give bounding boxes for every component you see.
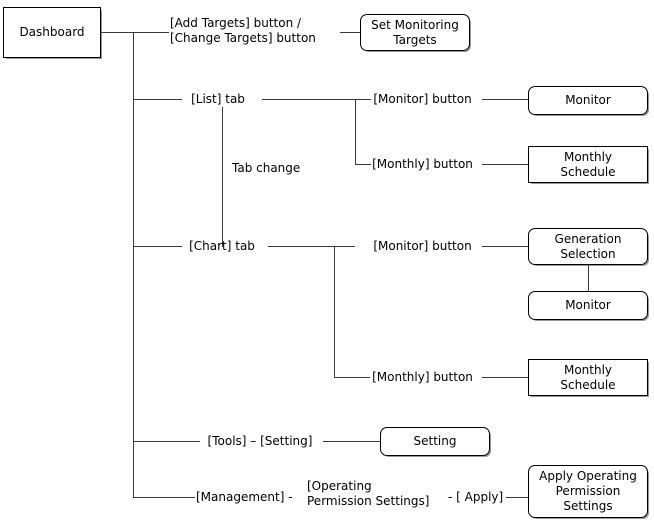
connector-chart-to-monthly-button bbox=[334, 377, 370, 378]
node-monitor-list[interactable]: Monitor bbox=[528, 86, 648, 115]
node-set-monitoring-targets[interactable]: Set Monitoring Targets bbox=[360, 14, 470, 51]
node-setting[interactable]: Setting bbox=[380, 427, 490, 456]
connector-chart-monthly-to-node bbox=[482, 377, 528, 378]
connector-list-tab-to-branch bbox=[262, 99, 355, 100]
connector-list-to-monitor-button bbox=[355, 99, 371, 100]
connector-chart-subbranch bbox=[334, 246, 335, 377]
connector-list-subbranch bbox=[355, 99, 356, 164]
node-monitor-chart[interactable]: Monitor bbox=[528, 291, 648, 320]
connector-add-targets-to-set-monitoring bbox=[340, 32, 360, 33]
connector-chart-monitor-to-node bbox=[482, 246, 528, 247]
node-monthly-schedule-list[interactable]: Monthly Schedule bbox=[528, 146, 648, 183]
node-dashboard[interactable]: Dashboard bbox=[3, 7, 101, 58]
action-apply: - [ Apply] bbox=[448, 490, 504, 504]
connector-list-monthly-to-node bbox=[482, 164, 528, 165]
node-monthly-schedule-chart[interactable]: Monthly Schedule bbox=[528, 359, 648, 396]
action-list-monitor-button: [Monitor] button bbox=[373, 92, 472, 106]
action-chart-monitor-button: [Monitor] button bbox=[373, 239, 472, 253]
action-list-monthly-button: [Monthly] button bbox=[372, 157, 473, 171]
action-management: [Management] - bbox=[196, 490, 293, 504]
connector-trunk-to-management bbox=[133, 497, 195, 498]
connector-tools-setting-to-node bbox=[323, 441, 380, 442]
connector-chart-tab-to-branch bbox=[268, 246, 355, 247]
action-tab-change: Tab change bbox=[232, 161, 301, 175]
connector-trunk-to-tools-setting bbox=[133, 441, 200, 442]
action-list-tab: [List] tab bbox=[191, 92, 245, 106]
connector-trunk-to-list-tab bbox=[133, 99, 182, 100]
connector-list-to-monthly-button bbox=[355, 164, 371, 165]
connector-generation-selection-to-monitor bbox=[588, 265, 589, 291]
node-generation-selection[interactable]: Generation Selection bbox=[528, 228, 648, 265]
action-chart-tab: [Chart] tab bbox=[189, 239, 255, 253]
connector-main-trunk bbox=[133, 32, 134, 497]
connector-list-monitor-to-node bbox=[482, 99, 528, 100]
action-operating-permission-settings: [Operating Permission Settings] bbox=[307, 479, 430, 508]
action-add-change-targets: [Add Targets] button / [Change Targets] … bbox=[170, 16, 316, 45]
connector-trunk-to-add-targets bbox=[133, 32, 169, 33]
connector-apply-to-node bbox=[506, 497, 528, 498]
connector-tab-change bbox=[222, 107, 223, 247]
node-apply-operating-permission-settings[interactable]: Apply Operating Permission Settings bbox=[528, 465, 648, 518]
action-chart-monthly-button: [Monthly] button bbox=[372, 370, 473, 384]
connector-dashboard-to-trunk bbox=[101, 32, 134, 33]
action-tools-setting: [Tools] – [Setting] bbox=[207, 434, 313, 448]
connector-trunk-to-chart-tab bbox=[133, 246, 182, 247]
